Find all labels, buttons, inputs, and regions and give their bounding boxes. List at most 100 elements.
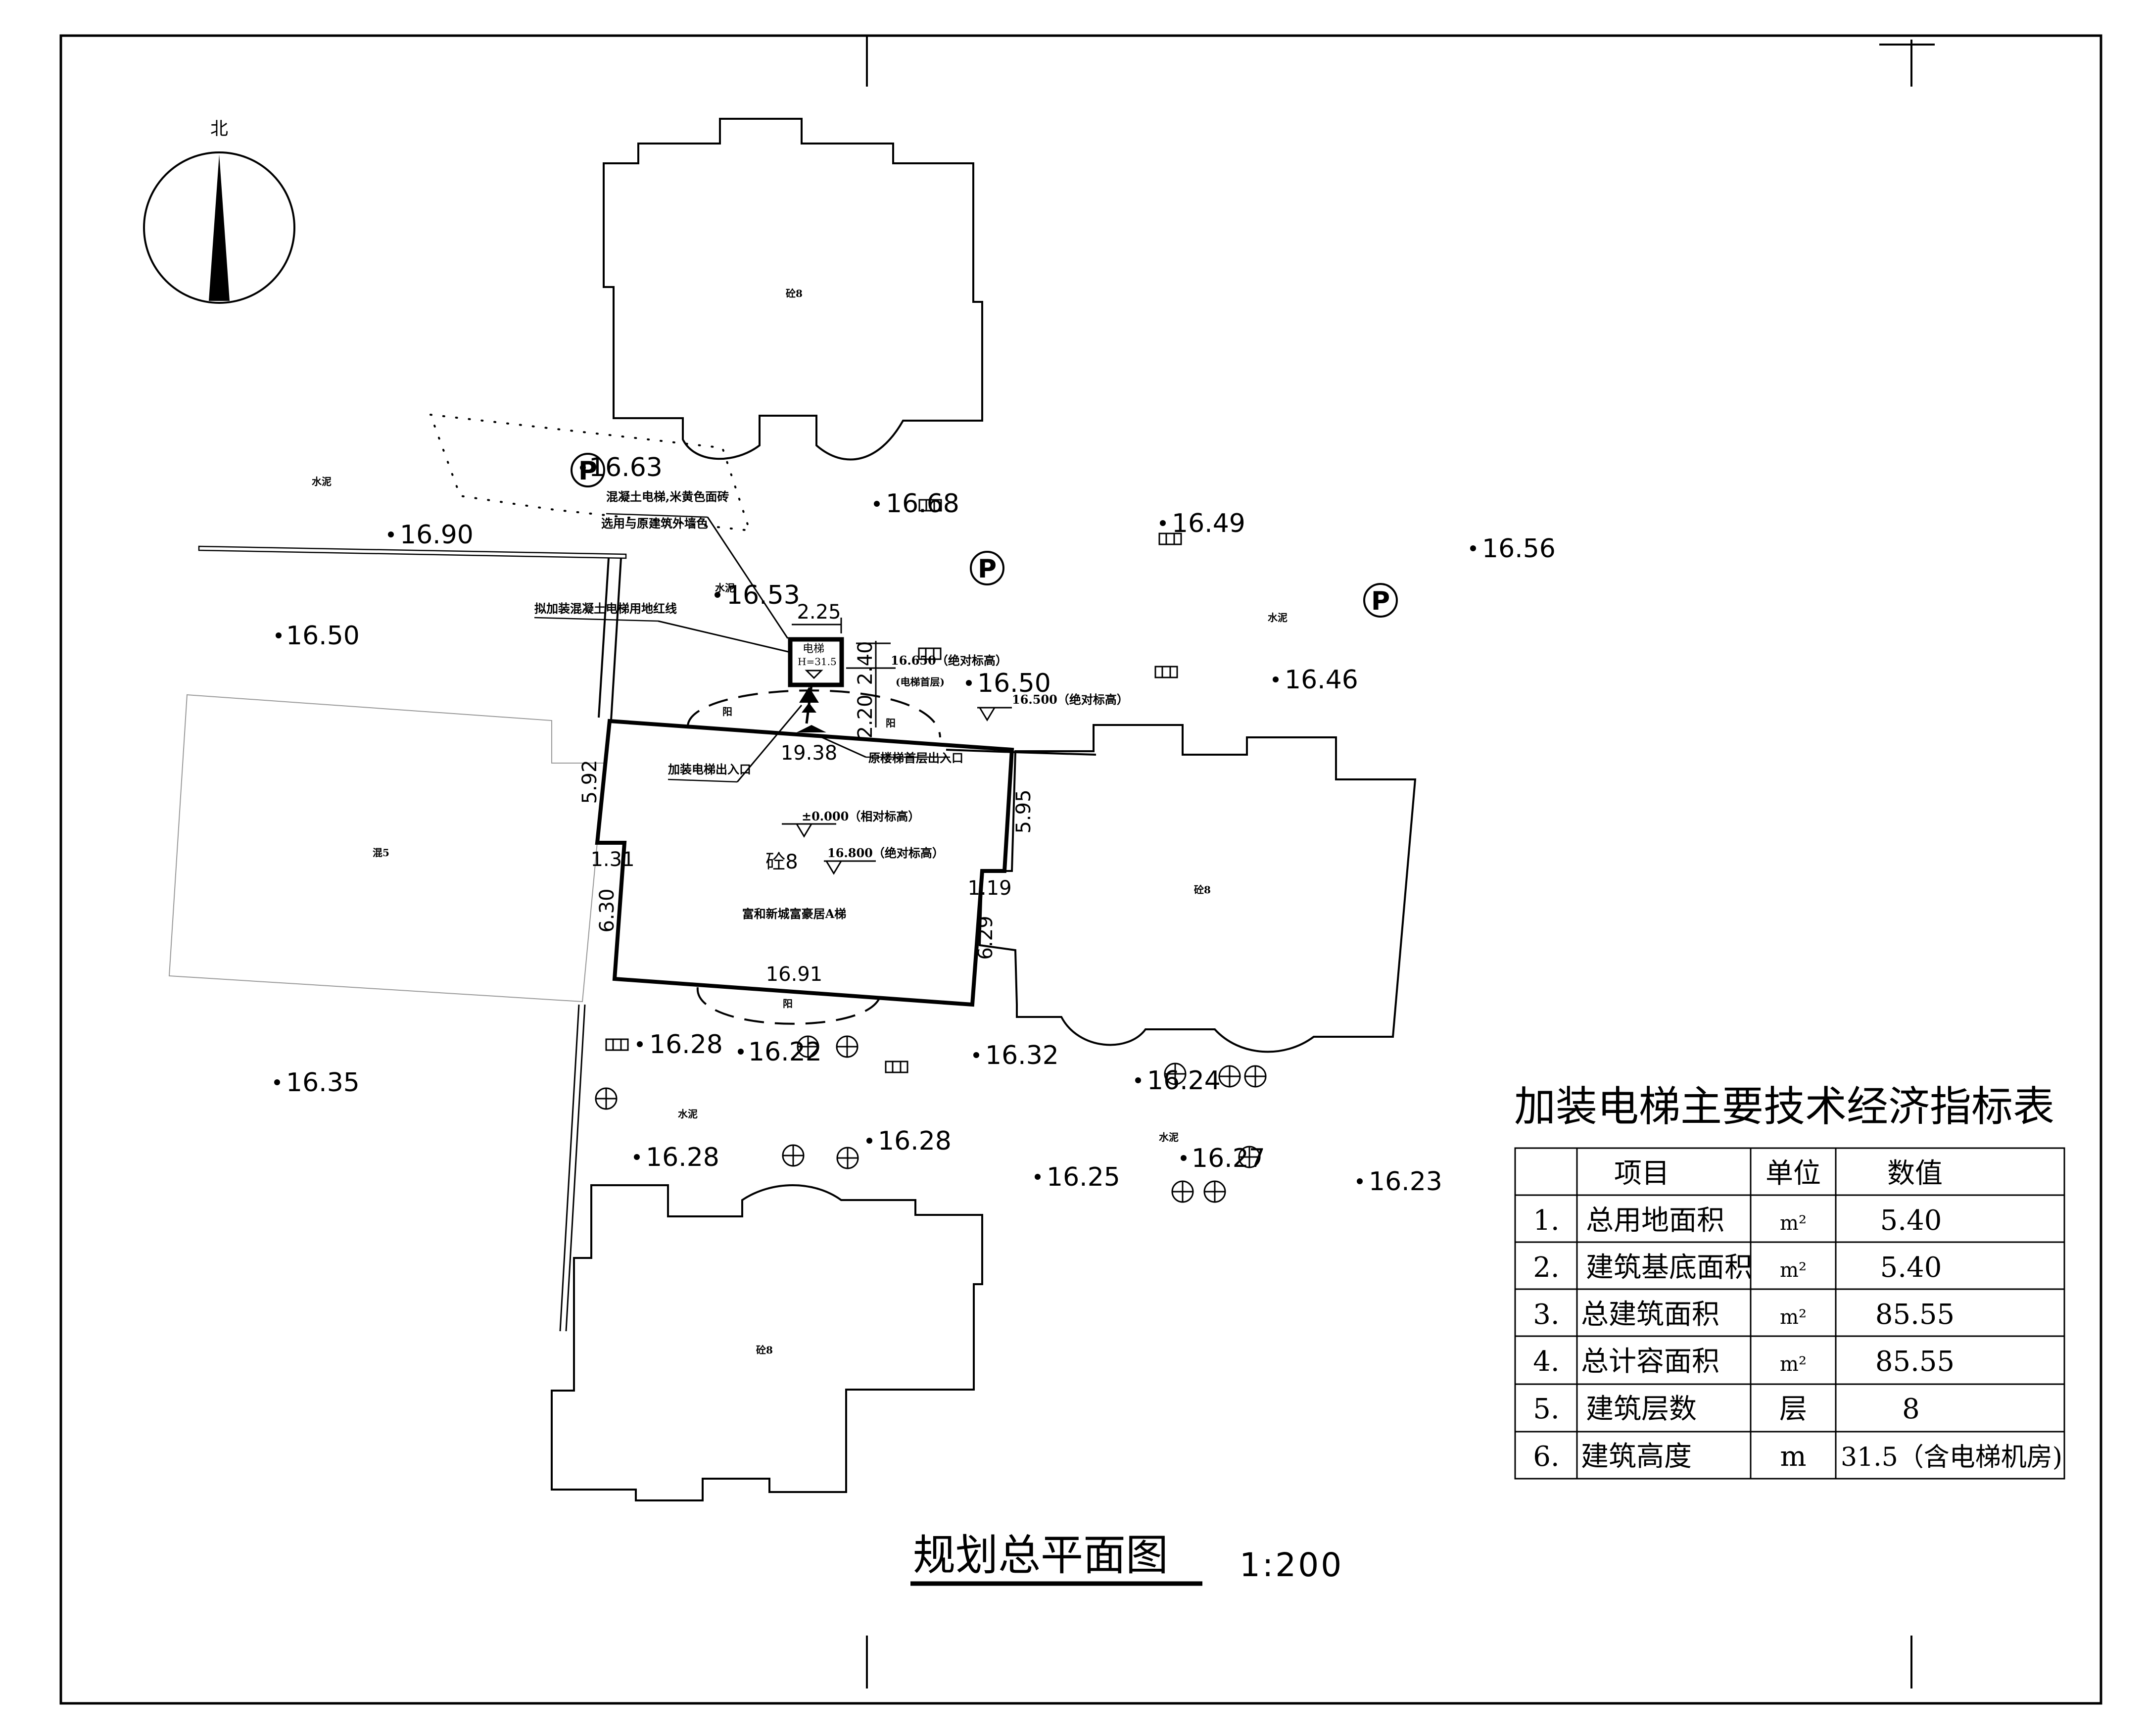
spot-elevation: 16.63: [580, 453, 663, 482]
east-building-link: [1014, 751, 1097, 756]
note-elevator-color: 选用与原建筑外墙色: [601, 516, 708, 530]
table-cell: 建筑基底面积: [1586, 1252, 1752, 1284]
spot-elevation: 16.24: [1135, 1066, 1221, 1096]
west-building-label: 混5: [373, 847, 389, 859]
entrance-arrow-icon: [797, 725, 826, 732]
elevation-value: 16.49: [1172, 509, 1245, 538]
note-elevator-entrance: 加装电梯出入口: [668, 762, 751, 776]
dim-left-lower: 6.30: [596, 888, 619, 932]
elevation-value: 16.25: [1047, 1162, 1120, 1192]
dim-top: 19.38: [781, 742, 838, 765]
elevation-value: 16.63: [589, 453, 663, 482]
dim-bottom: 16.91: [766, 963, 823, 986]
elevator-marker-icon: [805, 670, 823, 679]
cement-label: 水泥: [1268, 612, 1288, 624]
table-cell: 5.40: [1880, 1205, 1942, 1237]
absolute-level-ground: 16.500（绝对标高）: [1012, 692, 1129, 707]
elevation-value: 16.28: [649, 1030, 723, 1060]
table-row: 1. 总用地面积 m² 5.40: [1533, 1205, 1942, 1237]
table-cell: 85.55: [1875, 1299, 1955, 1331]
spot-elevation: 16.53: [715, 580, 800, 610]
balcony-label: 阳: [783, 998, 793, 1010]
table-cell: 31.5（含电梯机房): [1841, 1443, 2062, 1472]
entrance-arrow-icon: [802, 703, 816, 713]
absolute-level-main: 16.800（绝对标高）: [827, 846, 944, 860]
north-building-label: 砼8: [786, 288, 803, 299]
leader-line: [707, 517, 789, 639]
level-marker-ground: 16.500（绝对标高）: [977, 692, 1129, 722]
indicator-table: [1514, 1147, 2065, 1480]
dim-elev-gap: 2.20: [854, 694, 877, 738]
north-building-outline: [603, 118, 983, 461]
spot-elevation: 16.23: [1357, 1167, 1442, 1197]
table-row: 2. 建筑基底面积 m² 5.40: [1533, 1252, 1942, 1284]
elevation-value: 16.46: [1285, 665, 1358, 695]
elevation-value: 16.28: [878, 1126, 952, 1156]
leader-line: [606, 513, 708, 518]
table-header: 项目: [1614, 1157, 1669, 1190]
elevation-value: 16.90: [400, 520, 474, 550]
spot-elevation: 16.25: [1035, 1162, 1120, 1192]
elevator-label: 电梯: [803, 643, 824, 655]
fence-north: [198, 545, 627, 559]
cement-label: 水泥: [1159, 1131, 1179, 1143]
balcony-label: 阳: [886, 717, 896, 729]
relative-level: ±0.000（相对标高）: [802, 809, 920, 823]
parking-symbol: P: [571, 453, 605, 487]
balcony-arc-south: [696, 987, 882, 1025]
landscape-area: [429, 413, 751, 532]
elevation-value: 16.27: [1192, 1144, 1265, 1173]
south-building-outline: [551, 1184, 983, 1501]
north-label: 北: [210, 119, 228, 139]
elevation-value: 16.23: [1369, 1167, 1442, 1197]
elevation-value: 16.53: [726, 580, 800, 610]
east-building-link: [946, 749, 1016, 753]
elevation-value: 16.24: [1147, 1066, 1221, 1096]
balcony-label: 阳: [722, 706, 732, 718]
table-cell: 建筑高度: [1581, 1441, 1692, 1473]
spot-elevation: 16.90: [388, 520, 474, 550]
table-header: 单位: [1765, 1157, 1821, 1190]
table-title: 加装电梯主要技术经济指标表: [1514, 1082, 2054, 1131]
spot-elevation: 16.56: [1470, 534, 1556, 564]
spot-elevation: 16.28: [634, 1143, 719, 1172]
leader-line: [816, 734, 866, 758]
leader-line: [534, 617, 659, 622]
note-red-line: 拟加装混凝土电梯用地红线: [534, 601, 677, 616]
dim-right-lower: 6.29: [974, 916, 997, 960]
table-cell: 5.40: [1880, 1252, 1942, 1284]
bench-icon: [918, 647, 942, 660]
elevation-value: 16.56: [1482, 534, 1556, 564]
spot-elevation: 16.46: [1273, 665, 1358, 695]
main-building-class: 砼8: [765, 851, 798, 873]
main-building-outline: [595, 719, 1014, 1007]
pit-label: (电梯首层): [896, 676, 945, 688]
table-cell: m²: [1780, 1259, 1807, 1282]
south-building-label: 砼8: [756, 1344, 773, 1356]
parking-symbol: P: [1363, 583, 1398, 618]
parking-icon: P: [978, 554, 997, 584]
elevation-value: 16.68: [886, 489, 959, 519]
bench-icon: [885, 1061, 908, 1073]
table-cell: 总用地面积: [1586, 1205, 1724, 1237]
elevation-value: 16.50: [286, 621, 360, 651]
spot-elevation: 16.27: [1181, 1144, 1265, 1173]
drawing-frame: [59, 34, 2102, 1705]
main-building-name: 富和新城富豪居A梯: [742, 907, 847, 921]
spot-elevation: 16.49: [1160, 509, 1245, 538]
leader-line: [736, 705, 803, 782]
table-cell: 3.: [1533, 1299, 1559, 1331]
table-cell: m²: [1780, 1212, 1807, 1235]
fence-west: [598, 558, 622, 721]
elevator-shaft: [788, 637, 844, 687]
dim-elev-depth: 2.40: [854, 641, 877, 685]
cement-label: 水泥: [715, 582, 735, 594]
absolute-level-pit: 16.650（绝对标高）: [891, 653, 1007, 668]
dim-right-upper: 5.95: [1012, 789, 1035, 833]
table-cell: 4.: [1533, 1346, 1559, 1378]
elevation-value: 16.28: [646, 1143, 719, 1172]
spot-elevation: 16.35: [274, 1068, 360, 1098]
table-cell: m²: [1780, 1306, 1807, 1329]
leader-line: [658, 620, 791, 653]
table-cell: m: [1780, 1441, 1806, 1473]
